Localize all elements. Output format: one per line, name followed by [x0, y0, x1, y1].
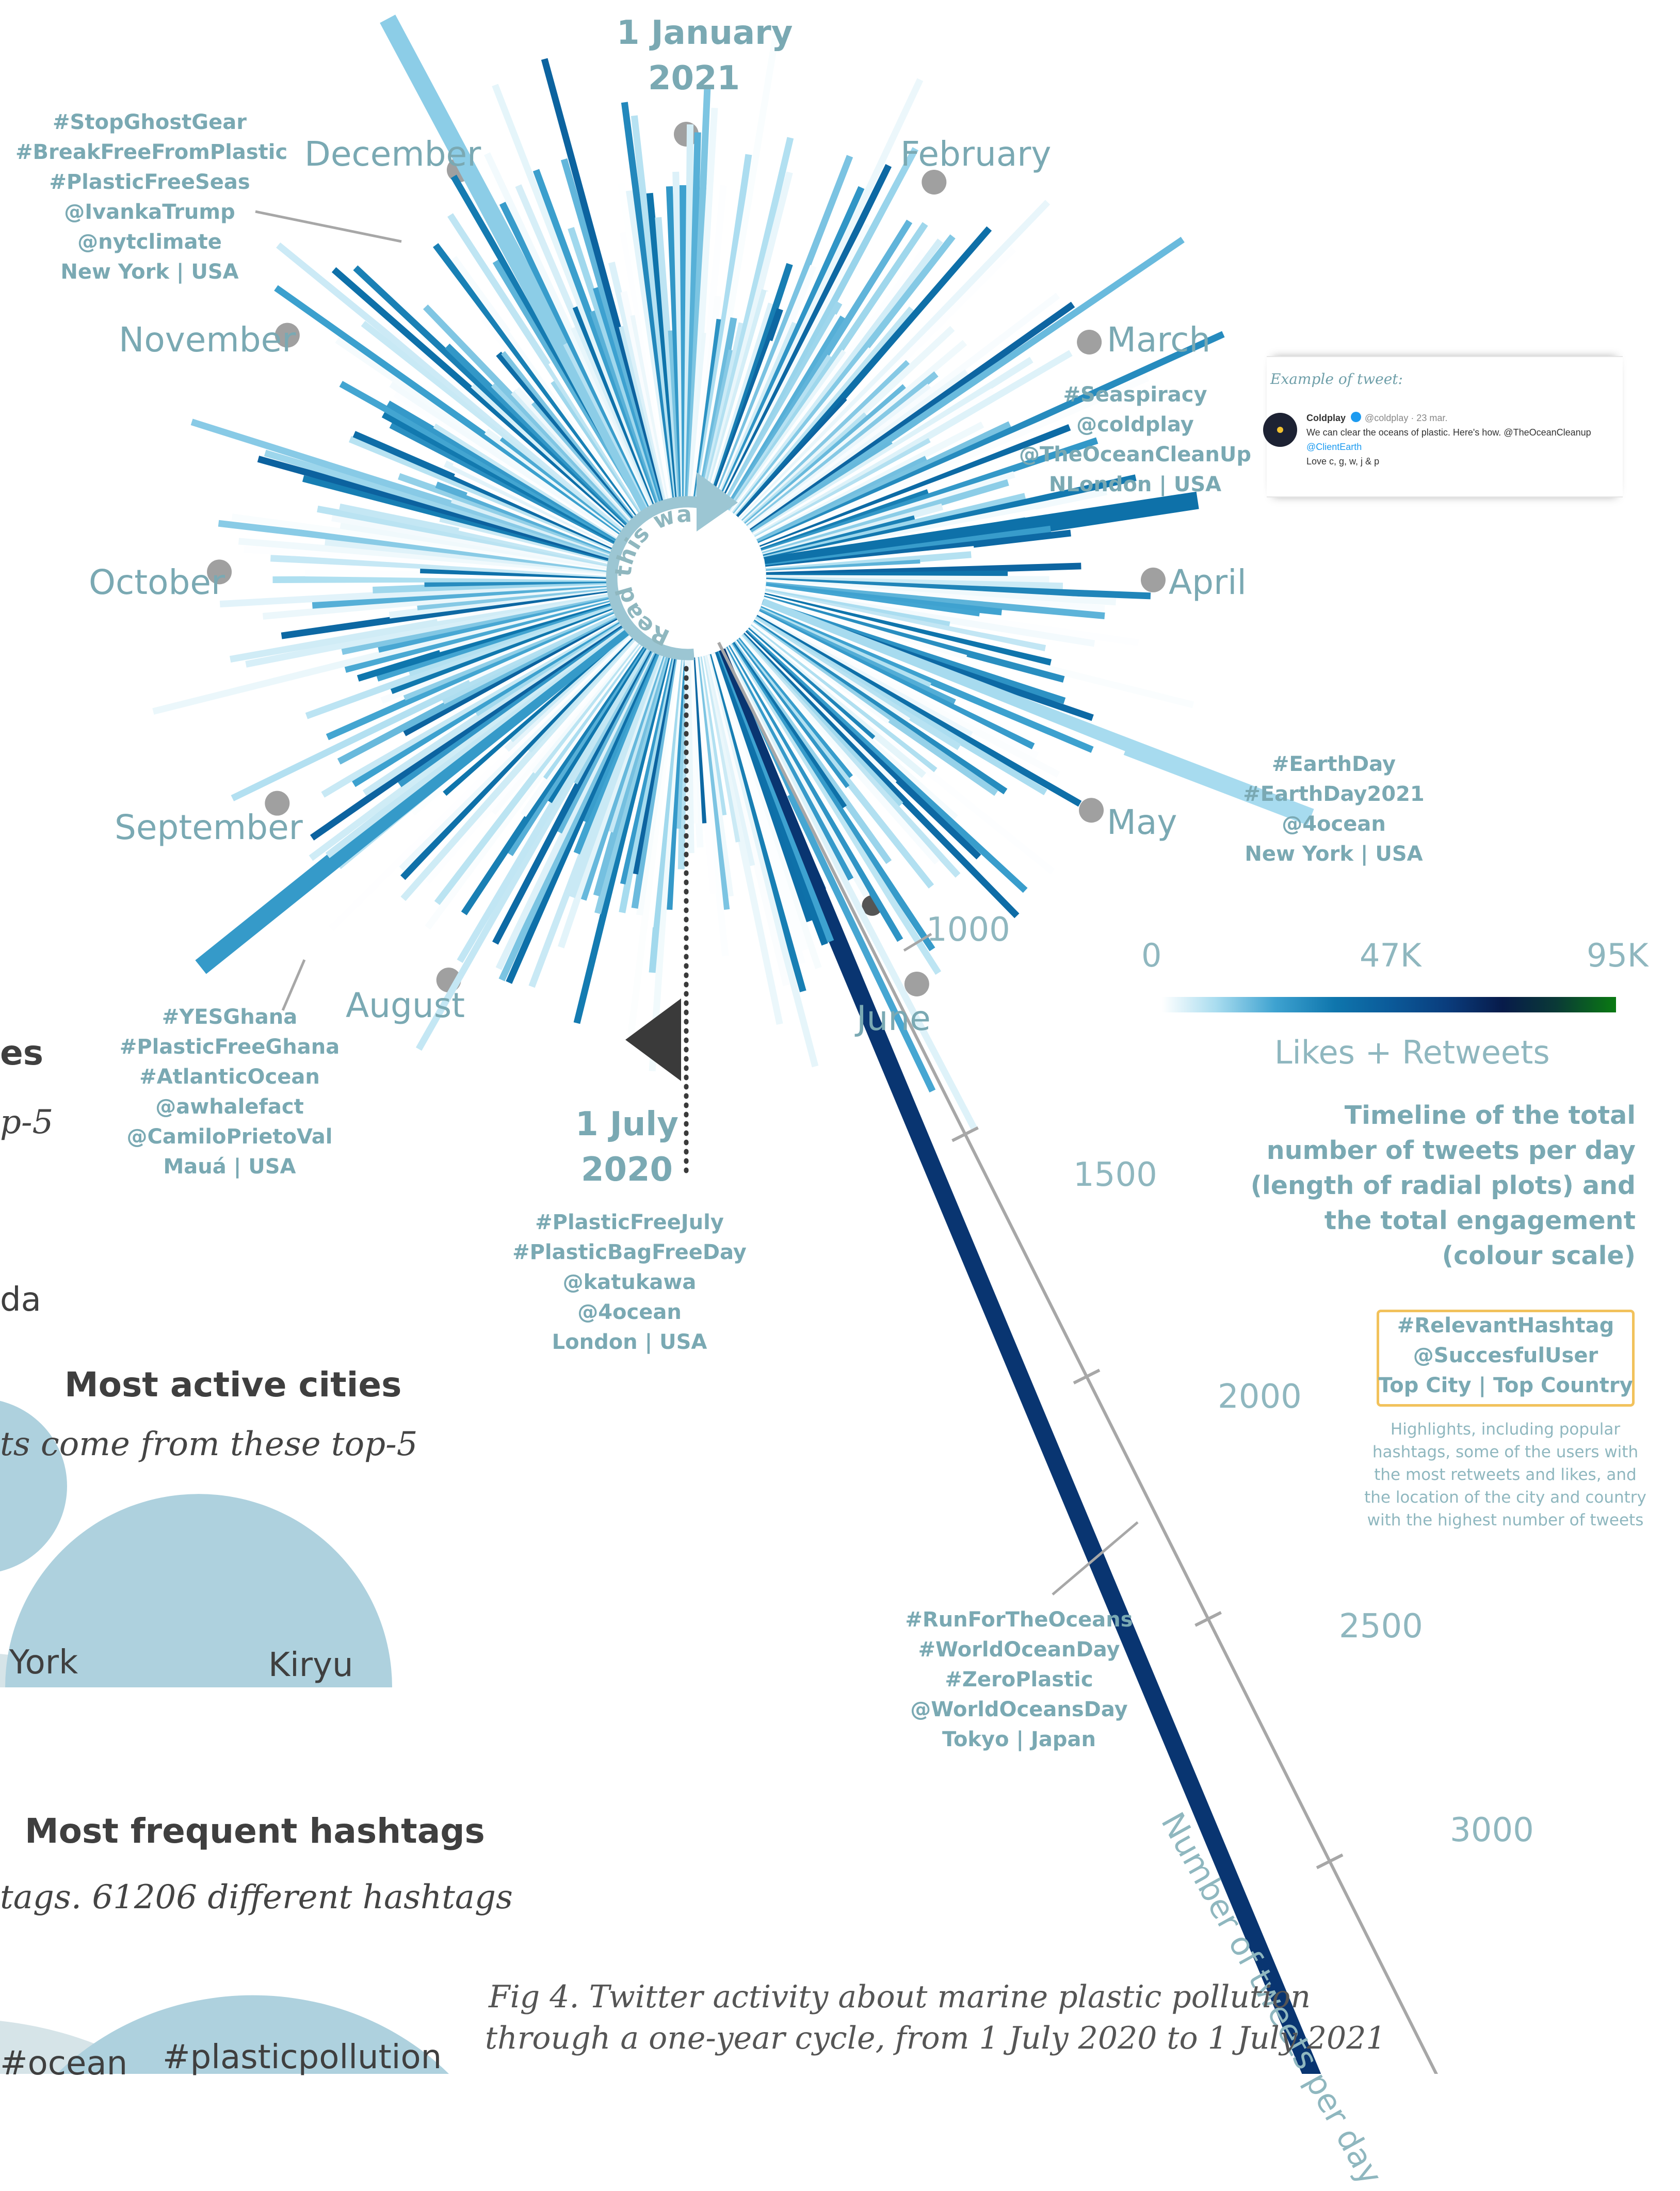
colorbar-tick-47k: 47K: [1360, 937, 1421, 974]
center-hole: [614, 506, 758, 650]
highlight-august: #YESGhana#PlasticFreeGhana #AtlanticOcea…: [119, 1005, 340, 1179]
tweet-signoff: Love c, g, w, j & p: [1306, 456, 1380, 466]
colorbar-label: Likes + Retweets: [1274, 1034, 1550, 1071]
month-marker-dot: [1079, 798, 1104, 823]
tweet-handle: @coldplay · 23 mar.: [1365, 413, 1448, 423]
start-date-label: 1 January 2021: [617, 14, 793, 98]
left-bubbles: [0, 1400, 449, 2074]
bars-layer: [152, 14, 1321, 2074]
cities-subtitle: ts come from these top-5: [0, 1425, 418, 1463]
colorbar-tick-0: 0: [1141, 937, 1162, 974]
axis-tick-1500: 1500: [1073, 1156, 1157, 1194]
tweet-user: Coldplay: [1306, 413, 1346, 423]
tweet-text-2: @ClientEarth: [1306, 442, 1362, 452]
month-label-august: August: [346, 986, 465, 1025]
start-marker-triangle: [625, 998, 681, 1081]
month-marker-dot: [207, 559, 232, 585]
radial-axis-tick: [951, 1126, 979, 1142]
highlight-leader-line: [281, 959, 306, 1011]
city-label-new-york: York: [9, 1644, 78, 1682]
tweet-example-card: [1267, 356, 1623, 497]
axis-tick-1000: 1000: [926, 911, 1010, 949]
highlight-leader-line: [1052, 1521, 1139, 1596]
hashtags-title: Most frequent hashtags: [25, 1811, 485, 1851]
tweet-example-header: Example of tweet:: [1270, 370, 1403, 388]
partial-section-subtitle: p-5: [0, 1103, 54, 1141]
highlight-december: #StopGhostGear#BreakFreeFromPlastic #Pla…: [15, 110, 288, 284]
hashtag-label-plasticpollution: #plasticpollution: [163, 2038, 442, 2076]
radial-axis-tick: [1194, 1611, 1222, 1627]
bubble-country-partial: [0, 1400, 67, 1572]
month-label-march: March: [1107, 320, 1211, 360]
month-label-may: May: [1107, 802, 1177, 842]
tweet-text: We can clear the oceans of plastic. Here…: [1306, 427, 1591, 438]
figure-caption: Fig 4. Twitter activity about marine pla…: [485, 1979, 1386, 2056]
radial-axis-tick: [1316, 1853, 1344, 1870]
month-marker-dot: [1140, 567, 1166, 592]
month-label-june: June: [857, 998, 931, 1038]
bubble-hashtag-plasticpollution: [57, 1995, 449, 2074]
partial-country-label: da: [0, 1281, 41, 1319]
month-marker-dot: [274, 323, 300, 348]
verified-icon: [1351, 412, 1361, 422]
colorbar-tick-95k: 95K: [1587, 937, 1649, 974]
month-label-october: October: [89, 562, 225, 602]
city-label-kiryu: Kiryu: [268, 1646, 353, 1684]
month-marker-dot: [1077, 330, 1102, 355]
day-bar: [684, 657, 694, 853]
hashtag-label-ocean: #ocean: [0, 2044, 128, 2083]
read-direction-ring: [606, 496, 700, 660]
month-label-november: November: [119, 320, 296, 360]
tweet-avatar: [1263, 413, 1297, 447]
highlight-july: #PlasticFreeJuly#PlasticBagFreeDay @katu…: [512, 1211, 747, 1354]
partial-section-title: es: [0, 1033, 44, 1073]
month-label-february: February: [900, 134, 1052, 174]
read-direction-arrow-icon: [697, 472, 738, 531]
hashtags-subtitle: tags. 61206 different hashtags: [0, 1878, 513, 1916]
end-date-label: 1 July 2020: [575, 1105, 679, 1189]
radial-axis-tick: [1073, 1368, 1101, 1384]
highlight-leader-line: [255, 210, 402, 243]
month-marker-dot: [922, 169, 947, 195]
highlight-legend-box: [1377, 1310, 1635, 1407]
month-label-december: December: [304, 134, 481, 174]
month-marker-dot: [904, 971, 929, 996]
highlight-june: #RunForTheOceans#WorldOceanDay #ZeroPlas…: [905, 1608, 1133, 1751]
colorbar: [1162, 997, 1616, 1012]
day-bar: [709, 648, 1321, 2074]
axis-tick-2000: 2000: [1218, 1378, 1302, 1416]
highlight-legend-description: Highlights, including popular hashtags, …: [1364, 1420, 1646, 1529]
radial-timeline-chart: Read this way: [0, 0, 1438, 2074]
bubble-city-kiryu: [5, 1494, 392, 1687]
highlight-leader-line: [903, 932, 932, 952]
month-label-april: April: [1169, 562, 1247, 602]
axis-tick-2500: 2500: [1339, 1607, 1423, 1646]
chart-description: Timeline of the total number of tweets p…: [1250, 1101, 1636, 1270]
radial-axis-line: [699, 605, 1438, 2074]
month-marker-dot: [265, 791, 290, 816]
month-label-september: September: [115, 808, 303, 847]
axis-tick-3000: 3000: [1450, 1811, 1534, 1849]
cities-title: Most active cities: [64, 1365, 402, 1405]
